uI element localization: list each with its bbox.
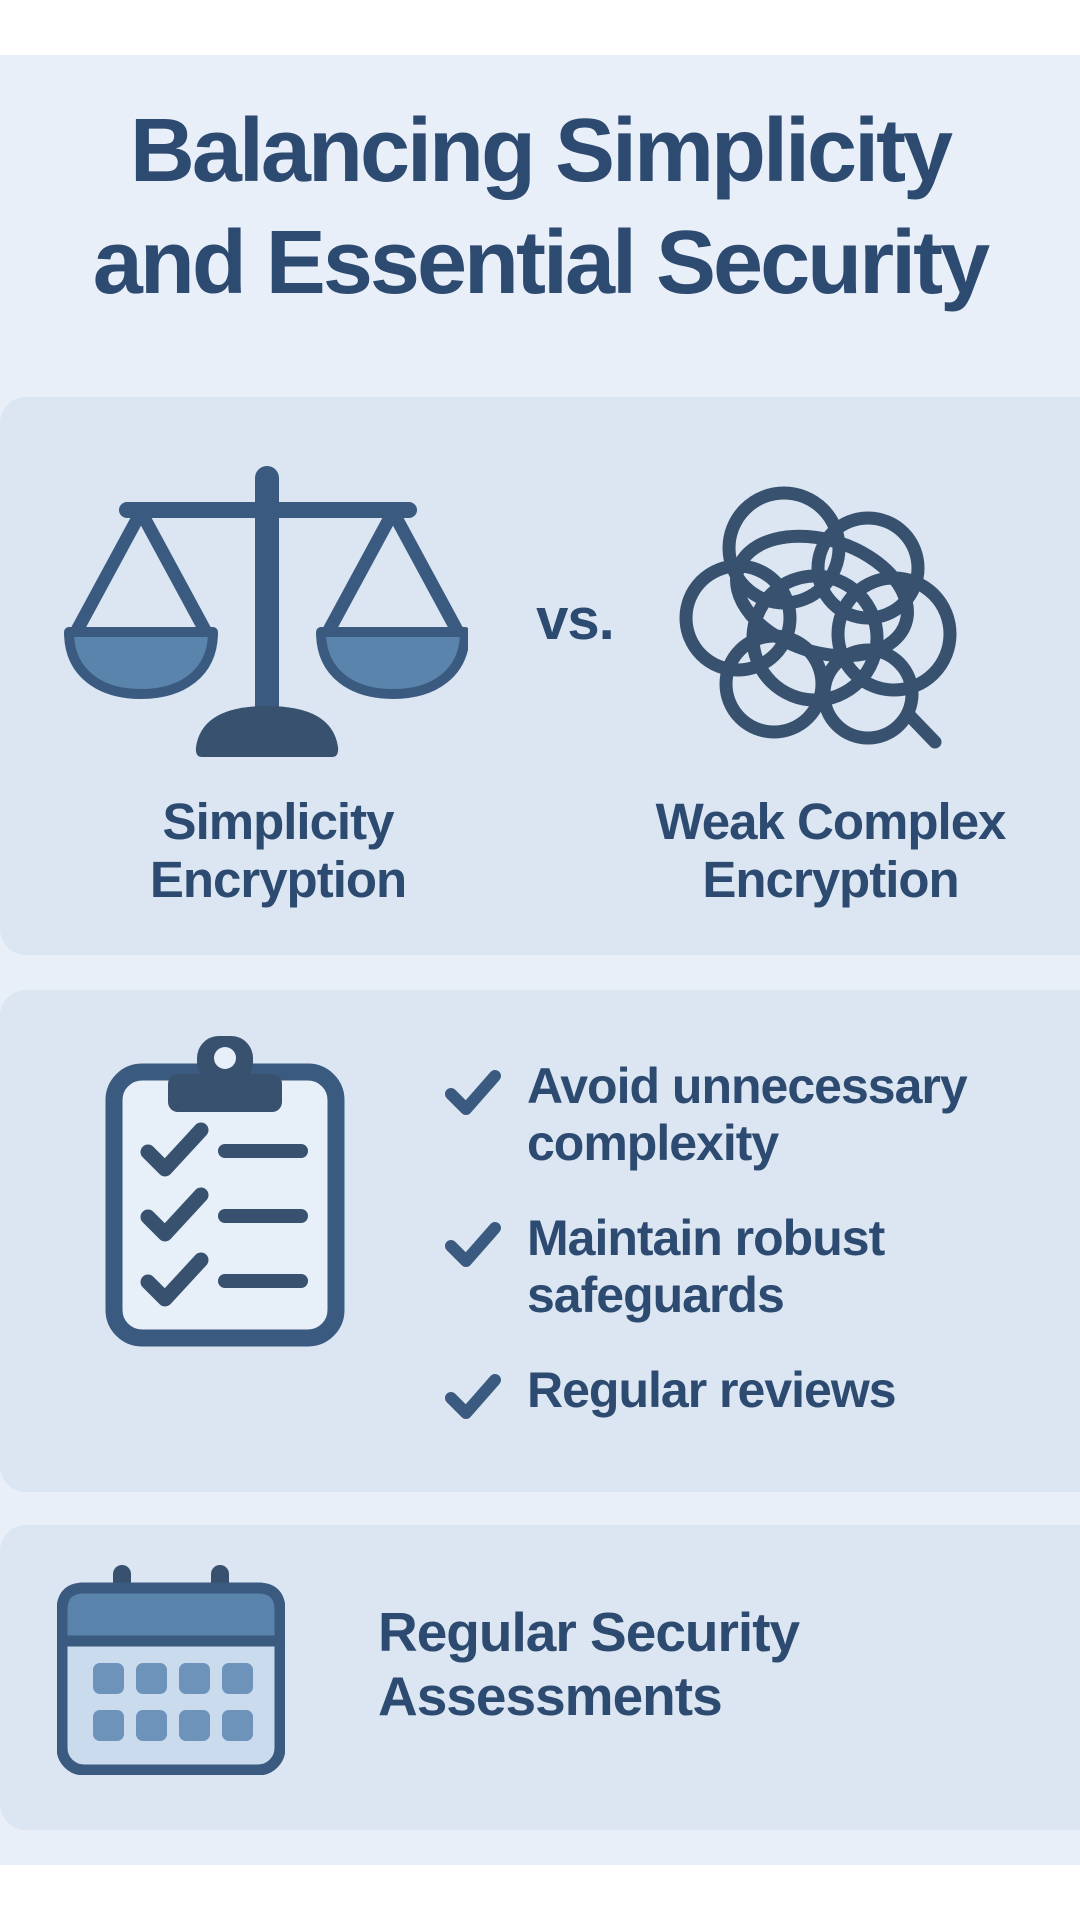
checkmark-icon — [445, 1222, 501, 1267]
balance-scale-icon — [64, 466, 468, 757]
vs-label: vs. — [536, 587, 615, 652]
checklist-item-text: Avoid unnecessary complexity — [527, 1058, 968, 1171]
tangled-knot-icon — [679, 486, 957, 749]
assessments-heading: Regular Security Assessments — [378, 1601, 800, 1728]
list-item: Maintain robust safeguards — [445, 1210, 1030, 1324]
clipboard-checklist-icon — [105, 1036, 345, 1347]
checkmark-icon — [445, 1374, 501, 1419]
page-title: Balancing Simplicity and Essential Secur… — [92, 101, 990, 313]
assessments-card: Regular Security Assessments — [0, 1525, 1080, 1830]
list-item: Avoid unnecessary complexity — [445, 1058, 1030, 1172]
checkmark-icon — [445, 1070, 501, 1115]
calendar-icon — [57, 1565, 285, 1775]
left-option-label: Simplicity Encryption — [149, 793, 407, 908]
right-option-label: Weak Complex Encryption — [655, 793, 1007, 908]
checklist-item-text: Regular reviews — [527, 1362, 897, 1418]
checklist-card: Avoid unnecessary complexity Maintain ro… — [0, 990, 1080, 1492]
comparison-card: vs. Simplicity Encryption Weak Complex E… — [0, 397, 1080, 955]
checklist-item-text: Maintain robust safeguards — [527, 1210, 885, 1323]
checklist: Avoid unnecessary complexity Maintain ro… — [445, 1058, 1030, 1419]
list-item: Regular reviews — [445, 1362, 1030, 1419]
